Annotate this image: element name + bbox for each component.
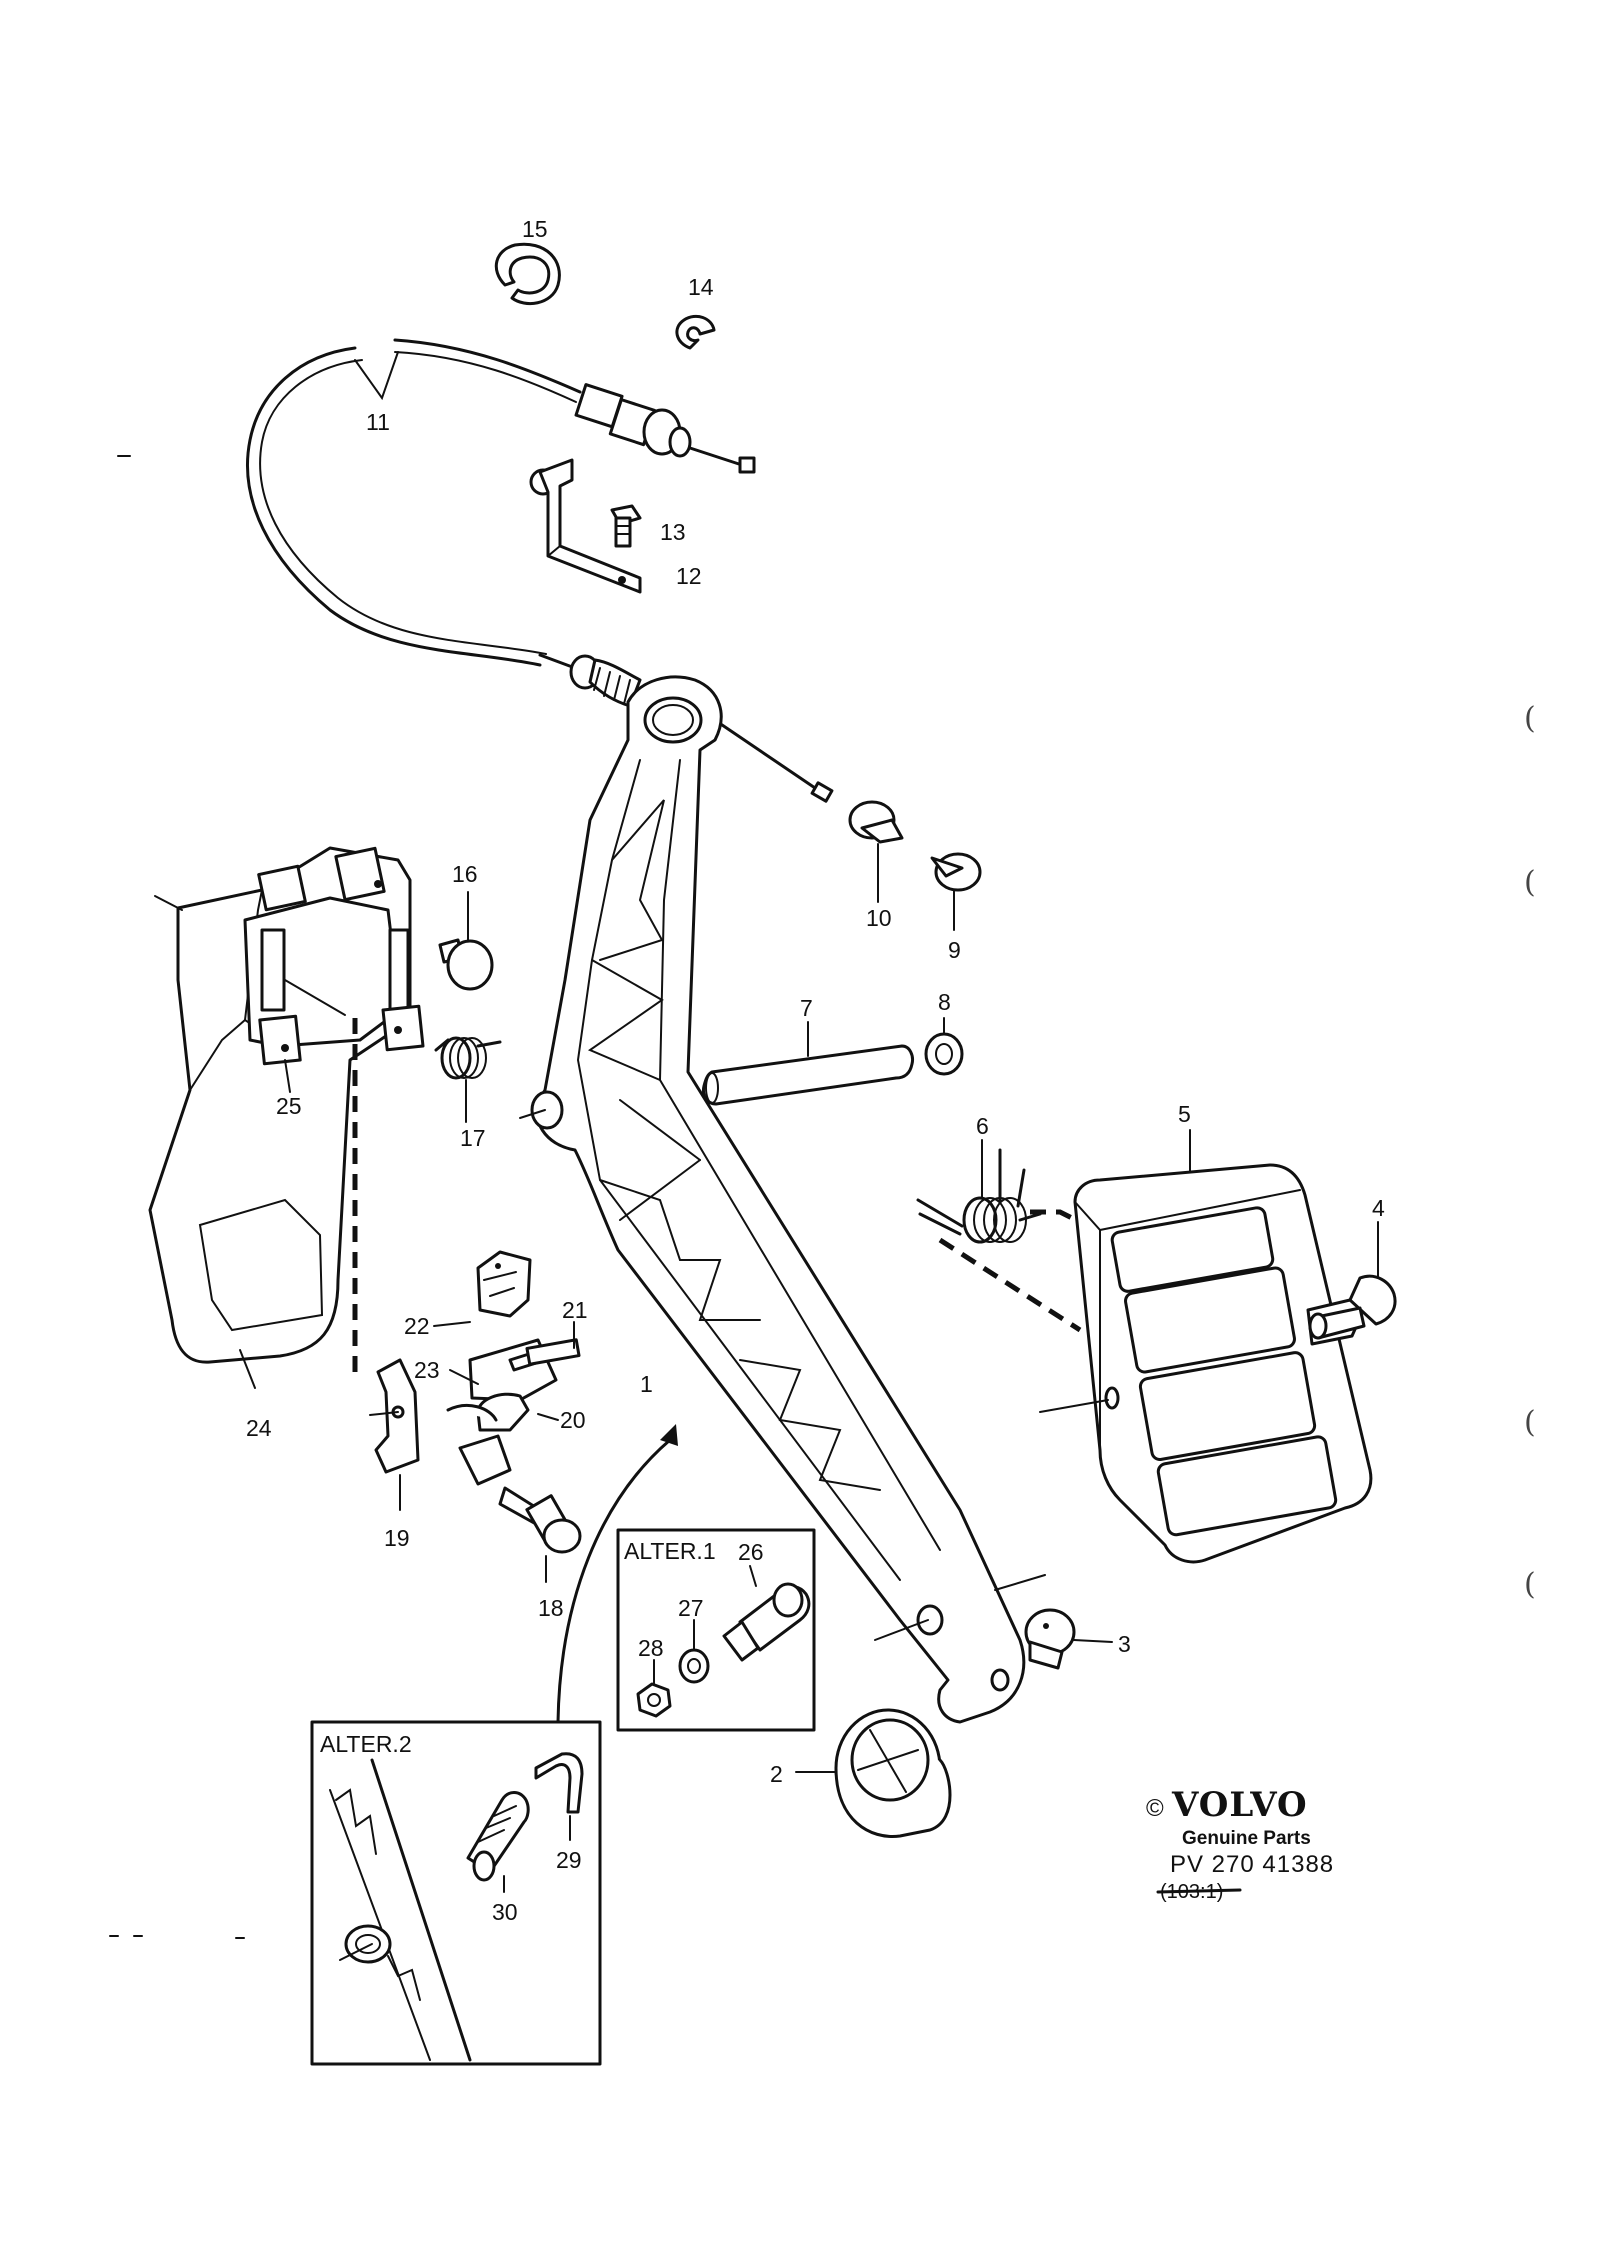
brand-block: © VOLVO Genuine Parts PV 270 41388 (103:… [1146, 1785, 1334, 1903]
label-26: 26 [738, 1539, 764, 1565]
label-10: 10 [866, 905, 892, 931]
label-23: 23 [414, 1357, 440, 1383]
brand-subtitle: Genuine Parts [1182, 1828, 1311, 1849]
label-17: 17 [460, 1125, 486, 1151]
clip-29 [534, 1752, 584, 1841]
spring-dash-line [938, 1209, 1082, 1333]
label-21: 21 [562, 1297, 588, 1323]
margin-mark-1: ( [1524, 701, 1536, 736]
bolt-18 [498, 1486, 582, 1583]
bolt-30 [466, 1791, 530, 1893]
label-4: 4 [1372, 1195, 1385, 1221]
bolt-16 [438, 891, 494, 991]
spring-6 [916, 1139, 1042, 1244]
label-29: 29 [556, 1847, 582, 1873]
label-12: 12 [676, 563, 702, 589]
label-5: 5 [1178, 1101, 1191, 1127]
alter-1-title: ALTER.1 [624, 1538, 716, 1564]
clevis-pin-4 [1306, 1221, 1397, 1346]
bolt-13 [610, 504, 642, 548]
brand-logo: VOLVO [1171, 1785, 1308, 1825]
clip-15 [494, 242, 561, 306]
stop-3 [1024, 1608, 1113, 1670]
copyright-symbol: © [1146, 1795, 1165, 1822]
bushing-10 [848, 800, 904, 903]
label-20: 20 [560, 1407, 586, 1433]
label-8: 8 [938, 989, 951, 1015]
label-22: 22 [404, 1313, 430, 1339]
label-15: 15 [522, 216, 548, 242]
label-2: 2 [770, 1761, 783, 1787]
label-24: 24 [246, 1415, 272, 1441]
label-30: 30 [492, 1899, 518, 1925]
label-19: 19 [384, 1525, 410, 1551]
margin-mark-4: ( [1524, 1567, 1536, 1602]
alter-arrow [556, 1424, 678, 1724]
pedal-arm [519, 675, 1046, 1724]
kickdown-assembly [369, 1250, 581, 1511]
label-9: 9 [948, 937, 961, 963]
part-labels: 15 14 11 13 12 16 10 9 8 7 25 17 6 5 4 2… [246, 216, 1385, 1925]
margin-marks: ( ( ( ( [109, 455, 1536, 1939]
pivot-pin-7 [702, 1021, 914, 1106]
label-3: 3 [1118, 1631, 1131, 1657]
label-18: 18 [538, 1595, 564, 1621]
part-number: PV 270 41388 [1170, 1851, 1334, 1878]
label-28: 28 [638, 1635, 664, 1661]
label-14: 14 [688, 274, 714, 300]
margin-mark-2: ( [1524, 865, 1536, 900]
washer-8 [924, 1017, 964, 1076]
nut-28 [636, 1659, 672, 1718]
label-13: 13 [660, 519, 686, 545]
alter-2-box: ALTER.2 [310, 1720, 602, 2066]
label-6: 6 [976, 1113, 989, 1139]
bracket-12 [529, 458, 642, 594]
label-25: 25 [276, 1093, 302, 1119]
margin-mark-3: ( [1524, 1405, 1536, 1440]
label-7: 7 [800, 995, 813, 1021]
spring-17 [434, 1036, 502, 1123]
pedal-box-24 [148, 846, 425, 1389]
throttle-cable [246, 338, 834, 803]
alter-2-title: ALTER.2 [320, 1731, 412, 1757]
label-1: 1 [640, 1371, 653, 1397]
bumper-2 [795, 1708, 952, 1838]
part-26 [722, 1565, 811, 1662]
pedal-pad-5 [1039, 1129, 1373, 1564]
label-16: 16 [452, 861, 478, 887]
bushing-9 [930, 852, 982, 931]
alter-1-box: ALTER.1 [616, 1528, 816, 1732]
nut-27 [678, 1619, 710, 1684]
label-27: 27 [678, 1595, 704, 1621]
label-11: 11 [366, 409, 390, 435]
clip-14 [675, 314, 716, 350]
